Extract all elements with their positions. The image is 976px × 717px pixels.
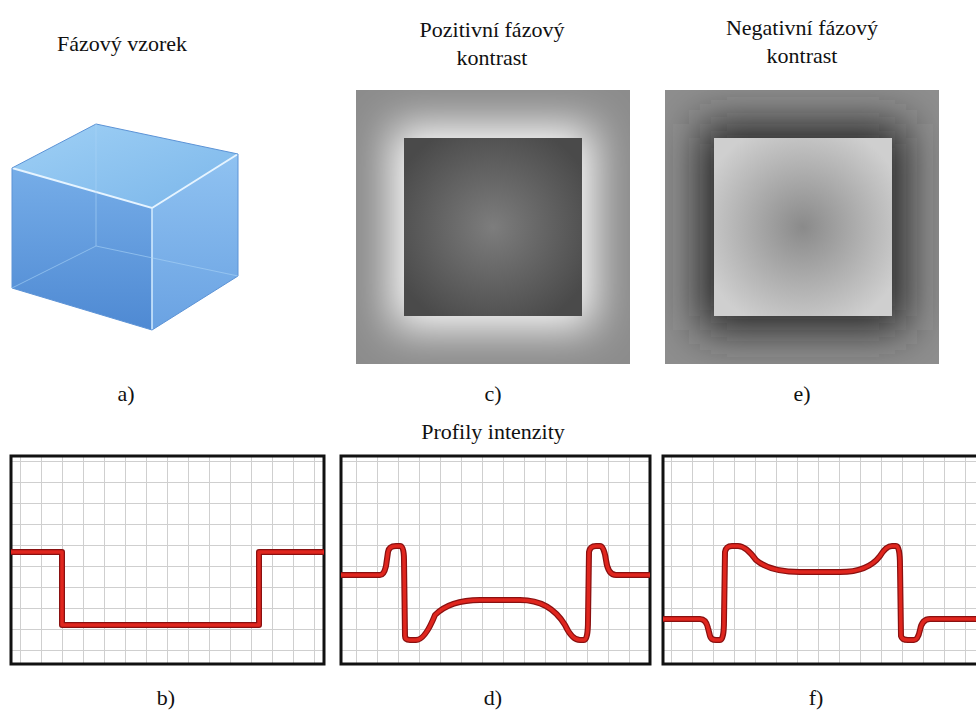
panel-letter: c) [463, 380, 523, 408]
panel-title: Fázový vzorek [12, 30, 232, 58]
phase-sample-box [12, 124, 238, 330]
intensity-profile-graph [11, 456, 324, 664]
panel-letter: e) [772, 380, 832, 408]
panel-letter: f) [786, 684, 846, 712]
positive-contrast-image [356, 90, 630, 364]
panel-title: Pozitivní fázový kontrast [397, 16, 587, 71]
section-heading: Profily intenzity [363, 418, 623, 446]
panel-title: Negativní fázový kontrast [707, 14, 897, 69]
panel-letter: a) [96, 380, 156, 408]
intensity-profile-graph [341, 456, 650, 664]
panel-letter: d) [463, 684, 523, 712]
panel-letter: b) [136, 684, 196, 712]
negative-contrast-image [665, 90, 939, 364]
intensity-profile-graph [663, 456, 976, 664]
